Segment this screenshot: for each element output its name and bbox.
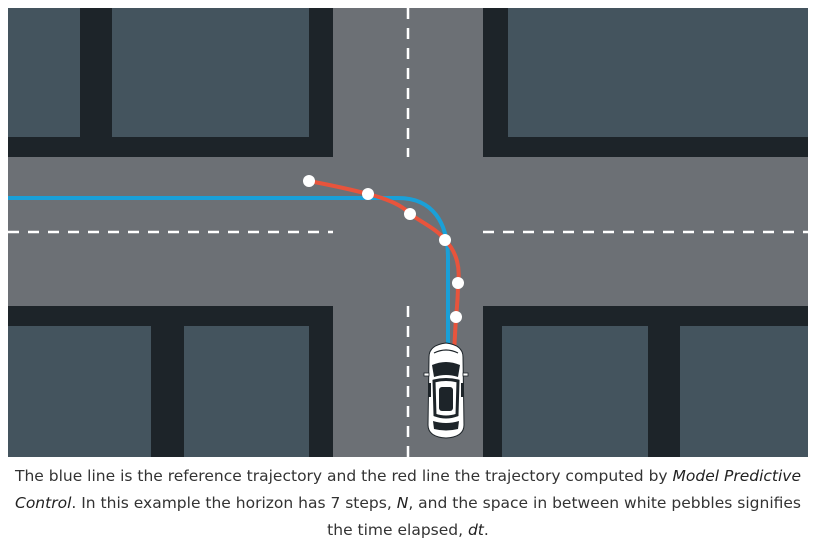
- city-block-bottom-left: [8, 306, 333, 457]
- caption-text-2: . In this example the horizon has 7 step…: [71, 494, 397, 512]
- pebbles: [303, 175, 464, 323]
- car-top-view-icon: [423, 342, 469, 439]
- pebble: [452, 277, 464, 289]
- intersection-diagram: [8, 8, 808, 457]
- figure-caption: The blue line is the reference trajector…: [0, 463, 816, 544]
- pebble: [362, 188, 374, 200]
- pebble: [450, 311, 462, 323]
- city-block-bottom-right: [483, 306, 808, 457]
- caption-emphasis-n: N: [396, 494, 409, 512]
- pebble: [303, 175, 315, 187]
- caption-emphasis-dt: dt: [467, 521, 484, 539]
- caption-text-3: , and the space in between white pebbles…: [327, 494, 801, 539]
- reference-trajectory-line: [8, 196, 450, 355]
- city-block-top-right: [483, 8, 808, 157]
- city-block-top-left: [8, 8, 333, 157]
- lane-markings: [8, 8, 808, 457]
- pebble: [404, 208, 416, 220]
- pebble: [439, 234, 451, 246]
- caption-emphasis-mpc: Model Predictive Control: [15, 467, 801, 512]
- caption-text-1: The blue line is the reference trajector…: [14, 467, 673, 485]
- caption-text-4: .: [483, 521, 489, 539]
